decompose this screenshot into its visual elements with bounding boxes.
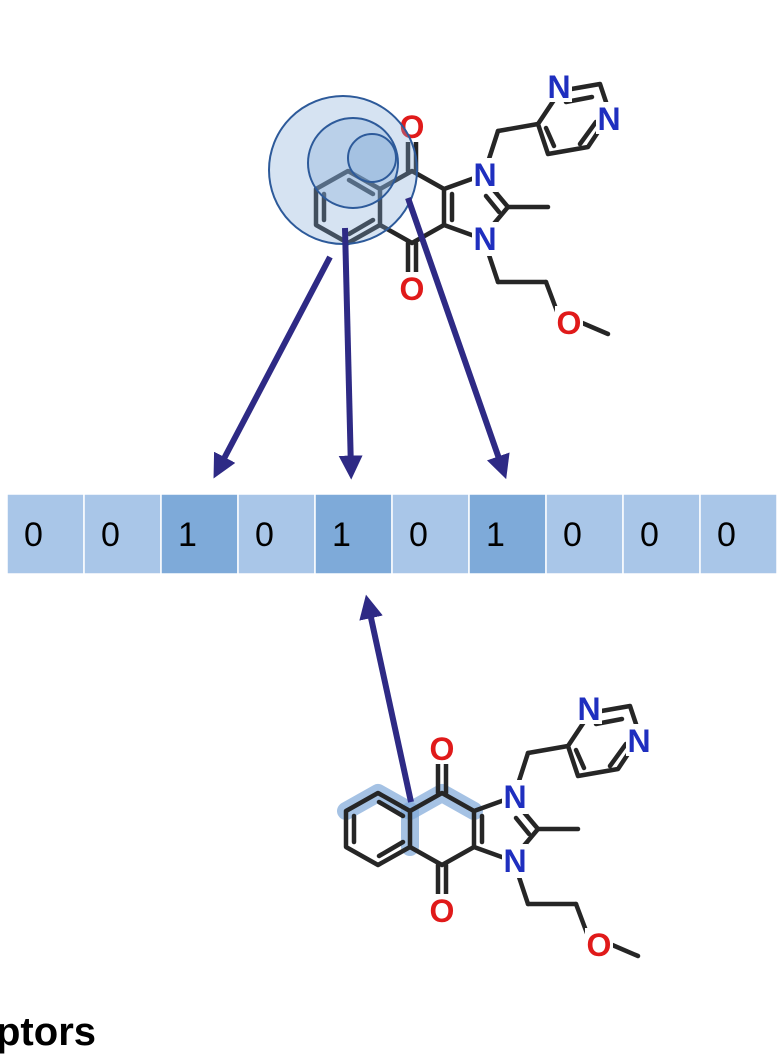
fingerprint-bit-cell [622,493,701,575]
fingerprint-bit-cell [314,493,393,575]
neighborhood-circles [268,95,418,245]
caption-text: ptors [0,1010,96,1054]
fingerprint-bit-value: 0 [409,516,428,554]
fingerprint-bit: 0 [237,493,316,575]
radius-1-circle [307,117,399,209]
fingerprint-bit-cell [545,493,624,575]
fingerprint-bit: 1 [314,493,393,575]
fingerprint-bit-value: 1 [332,516,351,554]
arrow-radius-0 [405,197,510,480]
fingerprint-bit-value: 0 [563,516,582,554]
fingerprint-bit: 1 [468,493,547,575]
fingerprint-bit-cell [391,493,470,575]
radius-0-circle [347,133,397,183]
mapping-arrows [213,197,510,480]
fingerprint-bit-value: 0 [255,516,274,554]
fingerprint-bit-vector: 0 0 1 0 1 0 1 0 0 0 [6,493,777,575]
fingerprint-bit-cell [468,493,547,575]
fingerprint-bit: 0 [545,493,624,575]
arrow-radius-2 [213,255,333,479]
fingerprint-bit: 1 [160,493,239,575]
fingerprint-bit-value: 0 [24,516,43,554]
fingerprint-bit: 0 [622,493,701,575]
fingerprint-bit-cell [160,493,239,575]
fingerprint-bit-value: 1 [486,516,505,554]
fingerprint-bit-cell [6,493,85,575]
fingerprint-bit: 0 [391,493,470,575]
fingerprint-bit-cell [699,493,777,575]
fingerprint-bit: 0 [699,493,777,575]
fingerprint-bit-value: 0 [717,516,736,554]
fingerprint-bit-value: 0 [101,516,120,554]
fingerprint-bit: 0 [6,493,85,575]
fingerprint-bit-value: 0 [640,516,659,554]
fingerprint-bit-cell [83,493,162,575]
fingerprint-bit-cell [237,493,316,575]
bottom-molecule [337,691,652,963]
arrow-bottom-substructure [359,594,414,803]
fingerprint-bit: 0 [83,493,162,575]
fingerprint-bit-value: 1 [178,516,197,554]
arrow-radius-1 [338,227,363,480]
